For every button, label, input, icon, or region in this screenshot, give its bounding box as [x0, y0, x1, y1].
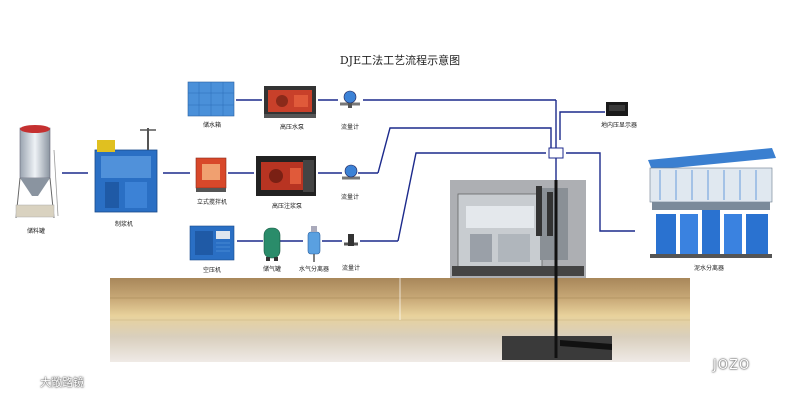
- pipe-network: [62, 99, 635, 260]
- logo-icon: [12, 373, 35, 389]
- label-separator: 泥水分离器: [693, 265, 724, 272]
- label-hp-slurry-pump: 高压注浆泵: [271, 203, 302, 210]
- label-vertical-mixer: 立式搅拌机: [196, 199, 227, 206]
- diagram-title: DJE工法工艺流程示意图: [339, 54, 461, 67]
- air-compressor-image: [189, 225, 235, 261]
- flow-meter-3-image: [344, 234, 358, 246]
- water-tank-image: [187, 81, 235, 117]
- flow-meter-1-image: [340, 90, 360, 108]
- label-flow-meter-1: 流量计: [340, 124, 359, 131]
- label-storage-tank: 储料罐: [26, 228, 45, 235]
- vertical-mixer-image: [195, 157, 227, 192]
- drilling-rig-image: [450, 180, 586, 278]
- label-slurry-maker: 制浆机: [114, 221, 133, 228]
- separator-image: [648, 148, 776, 258]
- ground-strata: [110, 278, 690, 362]
- label-hp-water-pump: 高压水泵: [279, 124, 304, 131]
- junction-box: [548, 147, 564, 159]
- watermark-right: JOZO: [713, 358, 751, 373]
- water-gas-separator-image: [307, 226, 321, 262]
- hp-slurry-pump-image: [256, 156, 316, 196]
- label-water-tank: 储水箱: [202, 122, 221, 129]
- label-water-gas-separator: 水气分离器: [298, 266, 329, 273]
- storage-tank-image: [15, 125, 59, 219]
- label-air-tank: 储气罐: [262, 266, 281, 273]
- label-air-compressor: 空压机: [202, 267, 221, 274]
- label-pressure-display: 地内压显示器: [600, 122, 637, 129]
- pressure-display-image: [606, 102, 628, 116]
- flow-meter-2-image: [342, 164, 360, 180]
- slurry-maker-image: [94, 128, 158, 213]
- label-flow-meter-3: 流量计: [341, 265, 360, 272]
- air-tank-image: [263, 227, 281, 261]
- label-flow-meter-2: 流量计: [340, 194, 359, 201]
- watermark-left: 大敞路镜: [40, 376, 84, 389]
- hp-water-pump-image: [264, 86, 316, 118]
- wechat-icon: [690, 357, 712, 375]
